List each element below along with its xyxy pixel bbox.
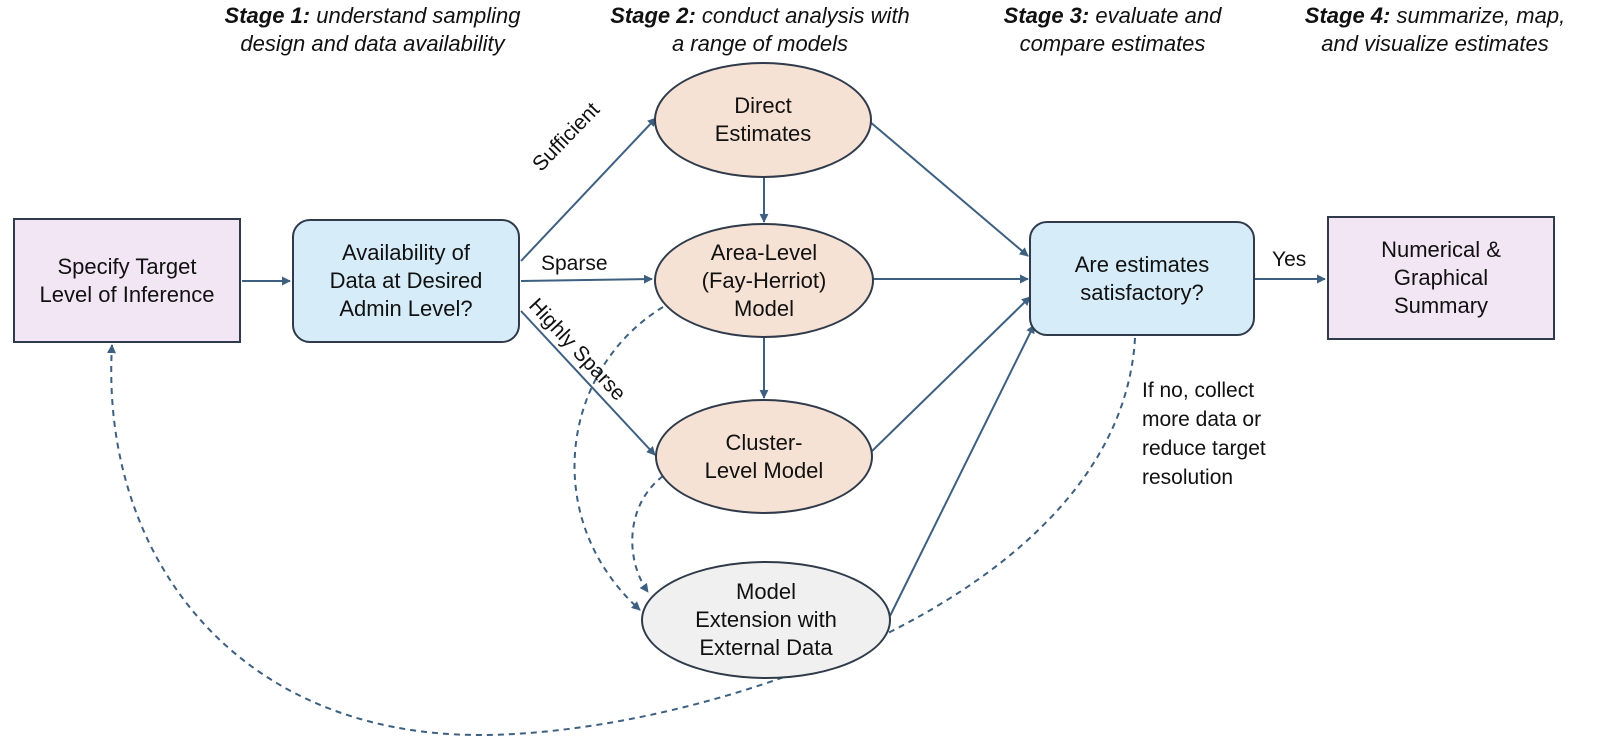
stage-1-label: Stage 1: <box>224 3 311 28</box>
stage-2-label: Stage 2: <box>610 3 696 28</box>
stage-2-text: conduct analysis with a range of models <box>671 3 910 56</box>
node-area-level-model: Area-Level (Fay-Herriot) Model <box>654 223 874 338</box>
edge-cluster-satisfactory <box>870 296 1031 453</box>
edge-feedback-dashed <box>107 337 1136 737</box>
label-if-no: If no, collect more data or reduce targe… <box>1142 379 1266 489</box>
label-sparse: Sparse <box>541 252 608 275</box>
stage-1-text: understand sampling design and data avai… <box>240 3 521 56</box>
stage-3-text: evaluate and compare estimates <box>1019 3 1222 56</box>
node-estimates-satisfactory: Are estimates satisfactory? <box>1029 221 1255 336</box>
edge-extension-satisfactory <box>889 324 1035 617</box>
edge-sparse <box>520 274 653 284</box>
node-model-extension: Model Extension with External Data <box>641 561 891 679</box>
stage-3-label: Stage 3: <box>1003 3 1090 28</box>
stage-4-header: Stage 4: summarize, map, and visualize e… <box>1285 2 1585 58</box>
stage-4-label: Stage 4: <box>1304 3 1391 28</box>
edge-highly-sparse <box>520 310 656 456</box>
label-yes: Yes <box>1272 248 1307 271</box>
stage-1-header: Stage 1: understand sampling design and … <box>200 2 545 58</box>
stage-4-text: summarize, map, and visualize estimates <box>1321 3 1566 56</box>
node-data-availability: Availability of Data at Desired Admin Le… <box>292 219 520 343</box>
stage-2-header: Stage 2: conduct analysis with a range o… <box>610 2 910 58</box>
edge-sufficient <box>520 117 657 262</box>
node-numerical-summary: Numerical & Graphical Summary <box>1327 216 1555 340</box>
node-specify-target: Specify Target Level of Inference <box>13 218 241 343</box>
stage-3-header: Stage 3: evaluate and compare estimates <box>985 2 1240 58</box>
edge-direct-satisfactory <box>868 120 1029 257</box>
node-cluster-level-model: Cluster- Level Model <box>655 399 873 514</box>
edge-cluster-extension-dashed <box>631 475 664 593</box>
node-direct-estimates: Direct Estimates <box>654 62 872 178</box>
edge-area-extension-dashed <box>573 306 664 611</box>
